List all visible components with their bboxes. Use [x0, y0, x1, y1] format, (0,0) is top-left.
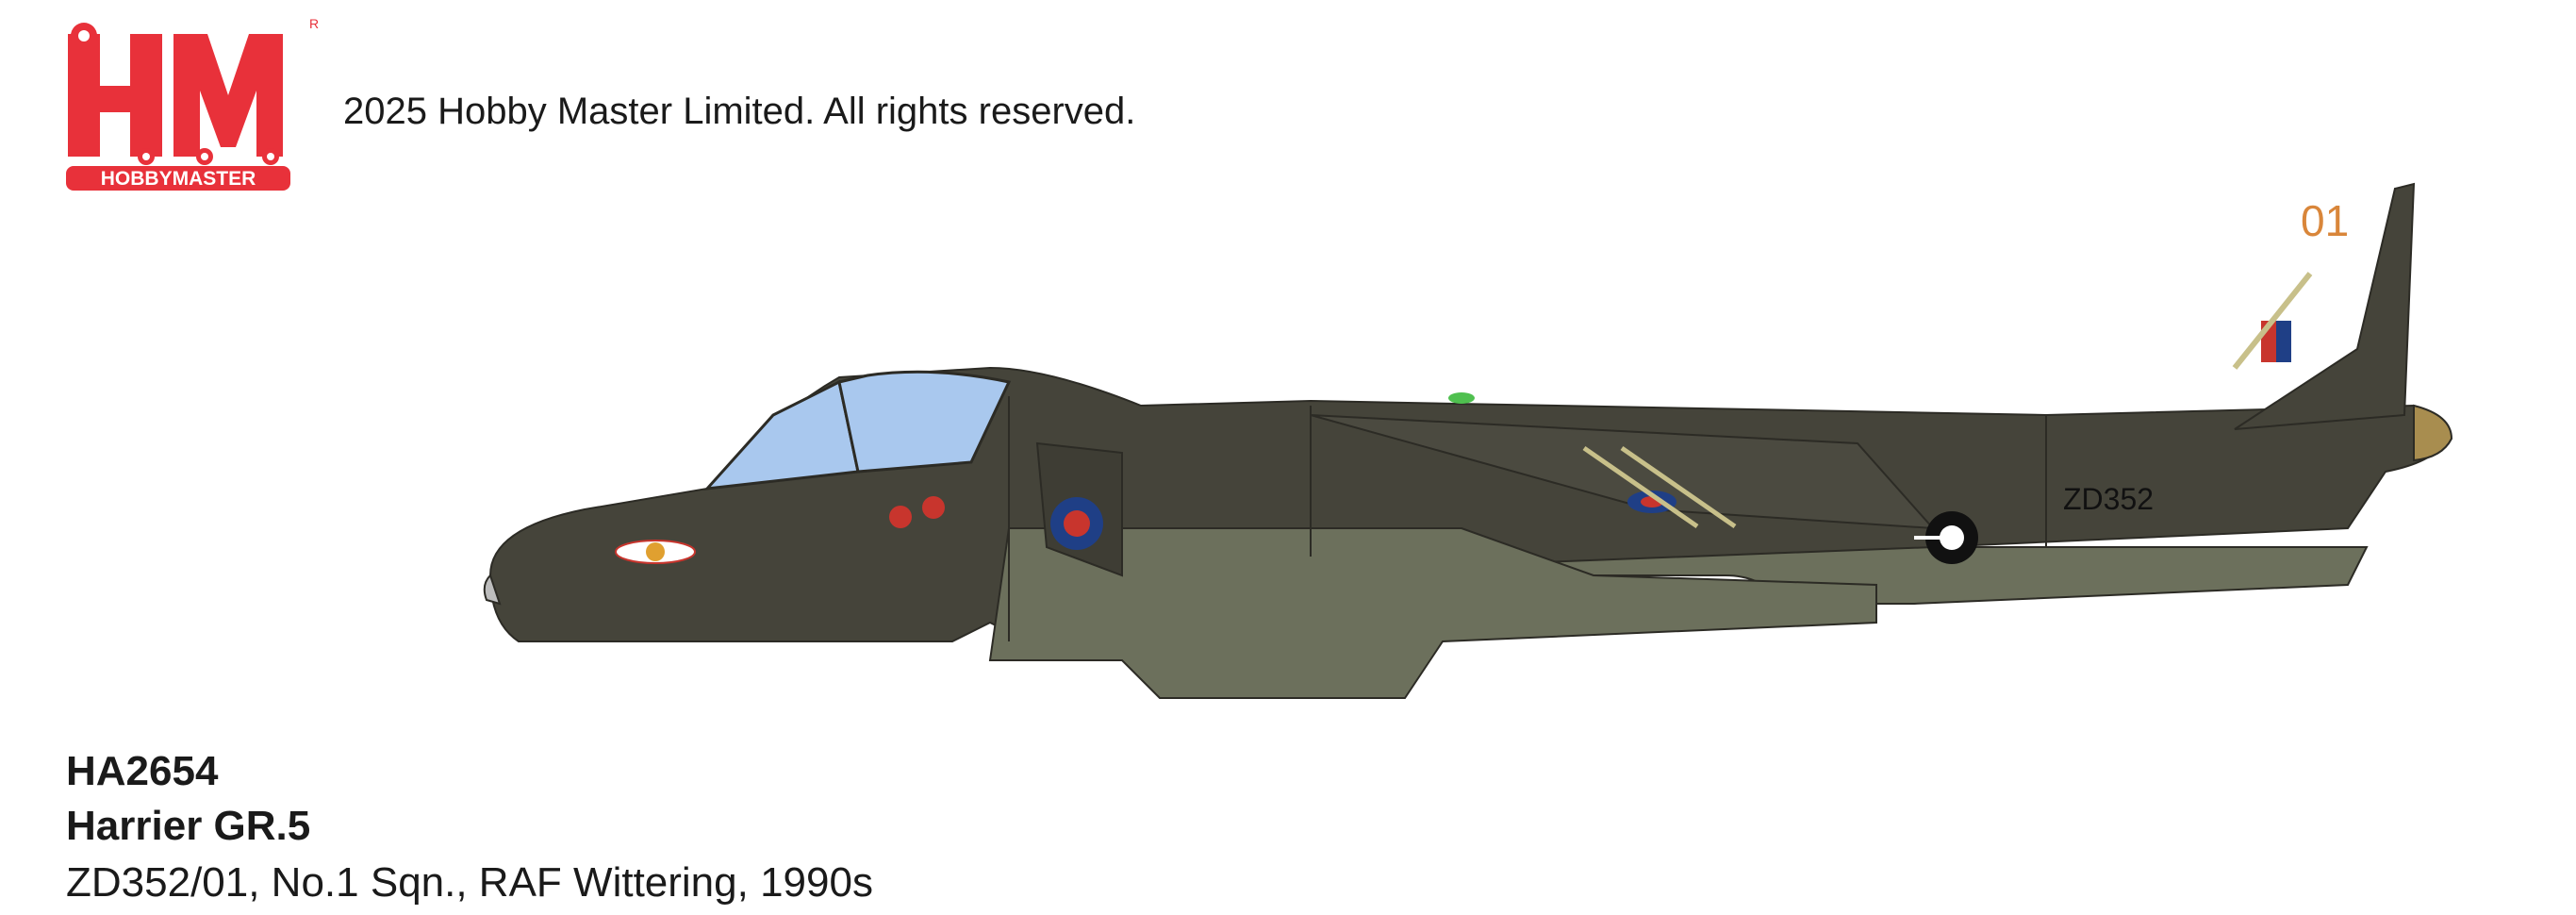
harrier-profile-illustration: 01 ZD352	[483, 182, 2453, 699]
model-name: Harrier GR.5	[66, 803, 311, 849]
model-number: HA2654	[66, 748, 219, 794]
hobbymaster-logo: HOBBYMASTER R	[66, 16, 319, 191]
logo-wordmark: HOBBYMASTER	[101, 168, 256, 190]
tail-code: 01	[2301, 196, 2349, 245]
aircraft-serial: ZD352	[2063, 482, 2154, 516]
model-description: ZD352/01, No.1 Sqn., RAF Wittering, 1990…	[66, 859, 873, 906]
copyright-notice: 2025 Hobby Master Limited. All rights re…	[343, 91, 1136, 132]
registered-mark: R	[309, 16, 319, 31]
